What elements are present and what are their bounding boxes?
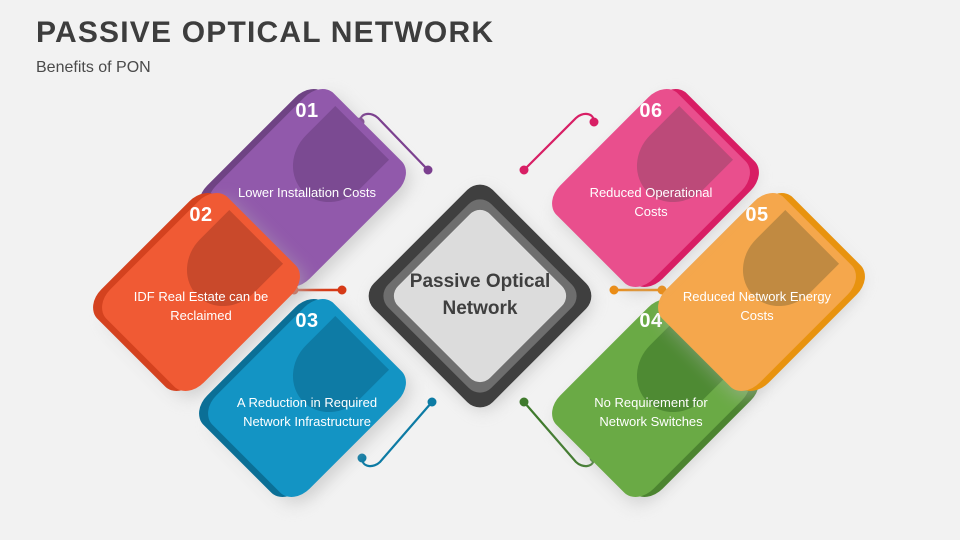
node-label: IDF Real Estate can be Reclaimed [133,289,269,323]
node-label: A Reduction in Required Network Infrastr… [236,395,378,429]
node-number: 03 [295,310,319,332]
node-03[interactable]: 03 A Reduction in Required Network Infra… [190,290,420,513]
node-label: No Requirement for Network Switches [594,395,708,429]
page-title: PASSIVE OPTICAL NETWORK [36,16,495,49]
connector-06 [519,112,599,175]
node-label: Lower Installation Costs [237,185,376,200]
node-number: 02 [189,204,213,226]
node-06[interactable]: 06 Reduced Operational Costs [543,80,768,303]
node-05[interactable]: 05 Reduced Network Energy Costs [649,184,874,407]
center-diamond[interactable]: Passive Optical Network [350,176,610,416]
node-label: Reduced Network Energy Costs [682,289,832,323]
node-number: 01 [295,100,319,122]
node-label: Reduced Operational Costs [589,185,713,219]
center-label: Passive Optical Network [409,271,551,319]
node-number: 06 [639,100,663,122]
node-number: 04 [639,310,663,332]
node-number: 05 [745,204,769,226]
node-01[interactable]: 01 Lower Installation Costs [190,80,420,303]
node-04[interactable]: 04 No Requirement for Network Switches [543,290,768,513]
connector-03 [357,397,437,468]
page-subtitle: Benefits of PON [36,59,151,76]
header: PASSIVE OPTICAL NETWORK Benefits of PON [36,16,494,77]
node-02[interactable]: 02 IDF Real Estate can be Reclaimed [84,184,314,407]
